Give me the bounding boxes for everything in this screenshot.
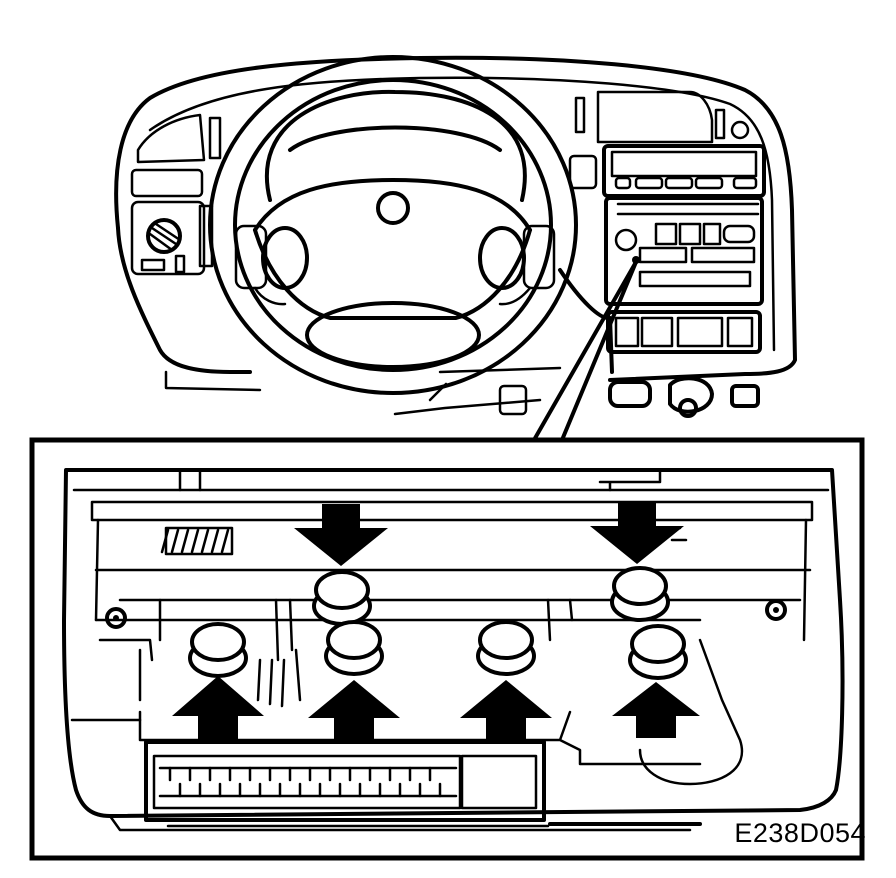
connector-pins <box>158 766 458 798</box>
figure-reference-code: E238D054 <box>734 818 866 848</box>
arrow-up-3 <box>460 680 552 742</box>
clip-lower-2 <box>324 620 384 676</box>
instrument-panel-detail <box>62 468 845 832</box>
panel-housing <box>62 468 845 818</box>
clip-lower-3 <box>476 620 536 676</box>
arrow-down-right <box>590 502 684 564</box>
center-console <box>498 90 766 418</box>
clip-upper-right <box>610 566 670 622</box>
arrow-down-left <box>294 504 388 566</box>
arrow-up-1 <box>172 676 264 742</box>
arrow-up-2 <box>308 680 400 742</box>
detail-frame <box>29 437 865 861</box>
light-switch-knob <box>146 218 182 254</box>
callout-leader <box>532 260 638 442</box>
clip-lower-4 <box>628 624 688 680</box>
dashboard-overview <box>114 55 797 442</box>
clip-lower-1 <box>188 622 248 678</box>
dashboard-outline <box>114 55 797 382</box>
steering-wheel <box>208 55 578 395</box>
arrow-up-4 <box>612 682 700 738</box>
clip-upper-left <box>312 570 372 626</box>
dashboard-lower-edge <box>116 226 252 374</box>
